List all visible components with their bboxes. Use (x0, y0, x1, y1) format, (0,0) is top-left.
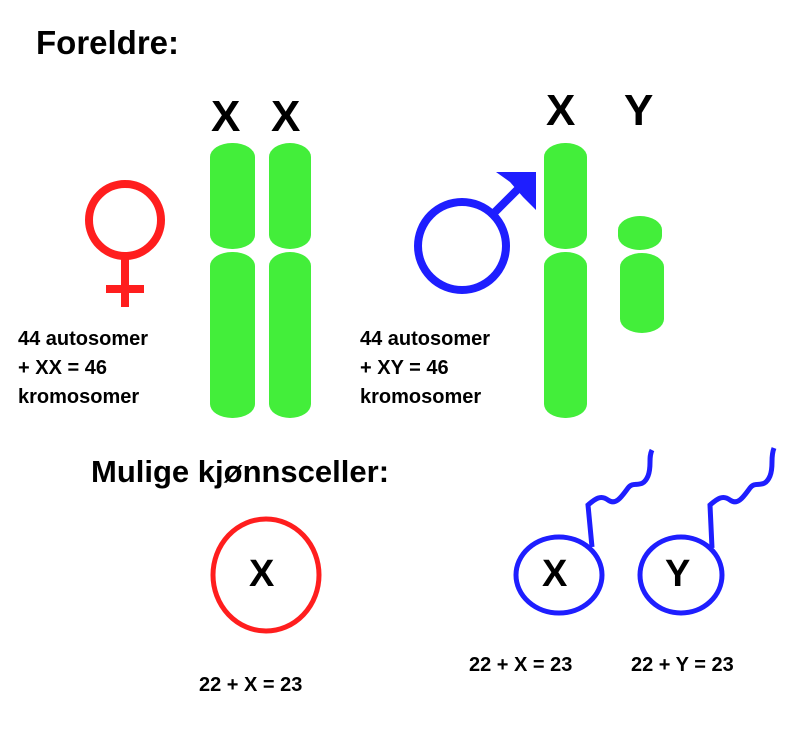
female-chromosome-label-2: X (271, 92, 301, 141)
male-chromosome-y-lower (620, 253, 664, 333)
egg-cell (210, 516, 322, 634)
male-info-line-1: 44 autosomer (360, 328, 491, 350)
sperm-cell-x-letter: X (542, 553, 568, 595)
sperm-cell-x (513, 448, 655, 616)
gametes-heading: Mulige kjønnsceller: (91, 454, 390, 489)
male-chromosome-y-upper (618, 216, 662, 250)
female-chromosomes (210, 143, 311, 418)
female-info-line-3: kromosomer (18, 386, 140, 408)
venus-icon (85, 180, 165, 307)
male-info-line-2: + XY = 46 (360, 357, 449, 379)
male-chromosome-x-upper (544, 143, 587, 249)
female-chromosome-x1-upper (210, 143, 255, 249)
male-info-line-3: kromosomer (360, 386, 482, 408)
male-chromosome-label-1: X (546, 86, 576, 135)
male-info: 44 autosomer + XY = 46 kromosomer (360, 325, 490, 412)
male-chromosome-x-lower (544, 252, 587, 418)
sperm-y-equation: 22 + Y = 23 (631, 654, 734, 676)
female-info-line-1: 44 autosomer (18, 328, 149, 350)
female-chromosome-x1-lower (210, 252, 255, 418)
sperm-x-equation: 22 + X = 23 (469, 654, 573, 676)
female-chromosome-x2-lower (269, 252, 311, 418)
sperm-cell-y (637, 447, 777, 616)
female-info: 44 autosomer + XX = 46 kromosomer (18, 325, 148, 412)
male-chromosomes (544, 143, 664, 418)
female-info-line-2: + XX = 46 (18, 357, 107, 379)
egg-cell-letter: X (249, 553, 275, 595)
mars-icon (414, 172, 536, 294)
egg-equation: 22 + X = 23 (199, 674, 303, 696)
sperm-cell-y-letter: Y (665, 553, 691, 595)
male-chromosome-label-2: Y (624, 86, 654, 135)
female-chromosome-label-1: X (211, 92, 241, 141)
female-chromosome-x2-upper (269, 143, 311, 249)
page-title: Foreldre: (36, 24, 180, 61)
